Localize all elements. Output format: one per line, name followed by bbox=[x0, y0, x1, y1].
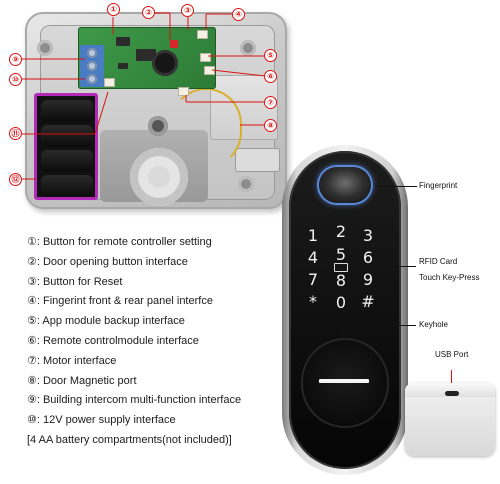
mounting-hole-top-right bbox=[240, 40, 256, 56]
rfid-label: RFID Card bbox=[419, 257, 458, 266]
callout-5: ⑤ bbox=[264, 49, 277, 62]
callout-11: ⑪ bbox=[9, 127, 22, 140]
list-item: ⑧: Door Magnetic port bbox=[27, 374, 137, 387]
lock-bolt bbox=[235, 148, 280, 172]
rfid-icon bbox=[334, 263, 348, 272]
callout-8: ⑧ bbox=[264, 119, 277, 132]
callout-10: ⑩ bbox=[9, 73, 22, 86]
key-7[interactable]: 7 bbox=[307, 270, 319, 289]
callout-6: ⑥ bbox=[264, 70, 277, 83]
key-0[interactable]: 0 bbox=[335, 293, 347, 312]
key-5[interactable]: 5 bbox=[335, 245, 347, 264]
keyhole-slot bbox=[319, 379, 369, 383]
list-item: ①: Button for remote controller setting bbox=[27, 236, 212, 248]
touch-key-label: Touch Key-Press bbox=[419, 273, 480, 282]
list-item: ⑤: App module backup interface bbox=[27, 315, 185, 328]
mounting-hole-bottom-right bbox=[238, 176, 254, 192]
mounting-hole-top-left bbox=[37, 40, 53, 56]
callout-9: ⑨ bbox=[9, 53, 22, 66]
callout-2: ② bbox=[142, 6, 155, 19]
key-hash[interactable]: # bbox=[361, 292, 375, 311]
list-item: [4 AA battery compartments(not included)… bbox=[27, 433, 232, 446]
list-item: ⑩: 12V power supply interface bbox=[27, 414, 176, 427]
terminal-block bbox=[80, 45, 104, 87]
list-item: ⑦: Motor interface bbox=[27, 354, 117, 367]
key-6[interactable]: 6 bbox=[362, 248, 374, 267]
motor-wire bbox=[170, 88, 242, 168]
keyhole-pointer bbox=[343, 325, 416, 326]
key-4[interactable]: 4 bbox=[307, 248, 319, 267]
connector-motor bbox=[178, 87, 189, 96]
drive-gear bbox=[130, 148, 188, 206]
callout-12: ⑫ bbox=[9, 173, 22, 186]
interface-list: ①: Button for remote controller setting … bbox=[27, 233, 272, 451]
key-9[interactable]: 9 bbox=[362, 270, 374, 289]
reset-button bbox=[170, 40, 178, 48]
list-item: ④: Fingerint front & rear panel interfce bbox=[27, 295, 213, 308]
usb-port[interactable] bbox=[445, 391, 459, 396]
key-2[interactable]: 2 bbox=[335, 222, 347, 241]
callout-1: ① bbox=[107, 3, 120, 16]
key-8[interactable]: 8 bbox=[335, 271, 347, 290]
rfid-pointer bbox=[350, 266, 416, 267]
key-star[interactable]: * bbox=[309, 292, 317, 311]
spindle-hole bbox=[148, 116, 168, 136]
callout-7: ⑦ bbox=[264, 96, 277, 109]
usb-port-label: USB Port bbox=[435, 350, 469, 359]
list-item: ②: Door opening button interface bbox=[27, 255, 188, 268]
fingerprint-sensor[interactable] bbox=[319, 167, 371, 203]
key-3[interactable]: 3 bbox=[362, 226, 374, 245]
usb-pointer bbox=[451, 370, 452, 388]
connector-power bbox=[104, 78, 115, 87]
list-item: ⑨: Building intercom multi-function inte… bbox=[27, 394, 242, 407]
keyhole-label: Keyhole bbox=[419, 320, 448, 329]
callout-3: ③ bbox=[181, 4, 194, 17]
list-item: ⑥: Remote controlmodule interface bbox=[27, 334, 199, 347]
buzzer bbox=[152, 50, 178, 76]
battery-compartment bbox=[34, 93, 98, 200]
connector-app-module bbox=[200, 53, 211, 62]
fingerprint-pointer bbox=[375, 186, 417, 187]
key-1[interactable]: 1 bbox=[307, 226, 319, 245]
callout-4: ④ bbox=[232, 8, 245, 21]
keyhole-cover[interactable] bbox=[301, 338, 389, 428]
connector-front-rear-panel bbox=[197, 30, 208, 39]
keyhole-pointer-drop bbox=[343, 325, 344, 337]
fingerprint-label: Fingerprint bbox=[419, 181, 458, 190]
usb-module-top bbox=[405, 383, 495, 397]
list-item: ③: Button for Reset bbox=[27, 275, 123, 288]
